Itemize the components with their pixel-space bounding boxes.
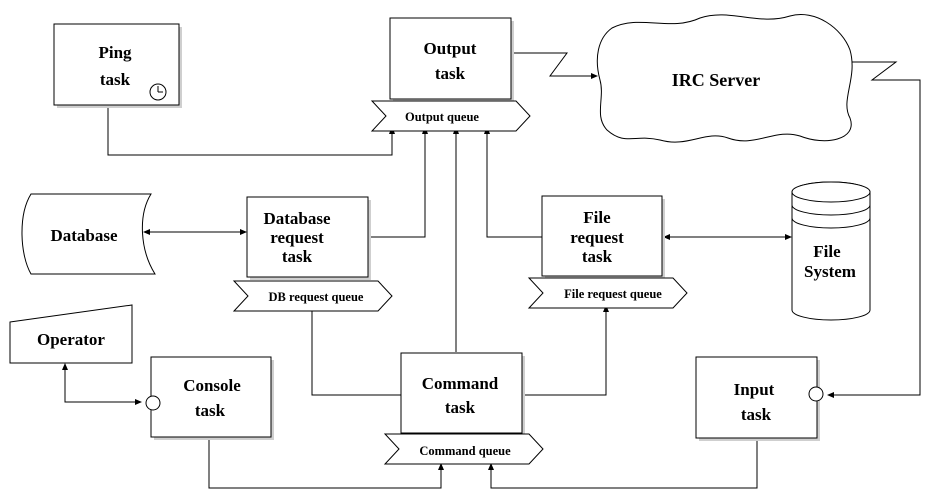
circle-port-icon [808, 386, 824, 402]
db-request-queue: DB request queue [232, 280, 393, 312]
irc-to-input-line [828, 79, 921, 396]
ping-to-output-line [107, 106, 393, 156]
circle-port-icon [145, 395, 161, 411]
output-queue-label: Output queue [405, 110, 479, 124]
ping-task-label-line2: task [100, 70, 131, 89]
dbtask-to-output-line [368, 134, 426, 238]
input-task-label-line2: task [741, 405, 772, 424]
console-to-commandqueue-line [208, 438, 442, 489]
console-task-label-line1: Console [183, 376, 241, 395]
command-task-label-line2: task [445, 398, 476, 417]
database: Database [21, 193, 156, 275]
file-request-task-label-line2: request [570, 228, 624, 247]
output-to-irc-line [513, 52, 597, 77]
db-request-queue-label: DB request queue [269, 290, 364, 304]
arrowhead [785, 234, 792, 240]
command-queue-label: Command queue [419, 444, 511, 458]
output-queue: Output queue [370, 100, 531, 132]
input-task-label-line1: Input [734, 380, 775, 399]
ping-task-label-line1: Ping [98, 43, 132, 62]
arrowhead [663, 234, 670, 240]
ping-task: Ping task [53, 23, 182, 108]
file-request-task: File request task [541, 195, 665, 279]
file-request-task-label-line3: task [582, 247, 613, 266]
database-shape [21, 193, 156, 275]
file-request-queue-label: File request queue [564, 287, 662, 301]
filetask-to-output-line [486, 134, 542, 238]
arrowhead [488, 463, 494, 470]
output-task-label-line1: Output [424, 39, 477, 58]
arrowhead [143, 229, 150, 235]
command-to-dbqueue-line [311, 311, 401, 396]
arrowhead [135, 399, 142, 405]
cloud-shape [596, 14, 853, 143]
operator-console-line [64, 369, 141, 403]
db-request-task-label-line2: request [270, 228, 324, 247]
file-system-label-line2: System [804, 262, 856, 281]
arrowhead [438, 463, 444, 470]
operator: Operator [9, 304, 133, 364]
console-task: Console task [145, 356, 274, 440]
irc-output-lightning [851, 61, 898, 81]
db-request-task-label-line1: Database [263, 209, 331, 228]
command-to-filequeue-line [523, 312, 607, 396]
clock-icon [149, 83, 167, 101]
database-label: Database [50, 226, 118, 245]
file-system-label-line1: File [813, 242, 841, 261]
command-task: Command task [400, 352, 525, 436]
arrowhead [62, 363, 68, 370]
output-task-label-line2: task [435, 64, 466, 83]
irc-server: IRC Server [596, 14, 853, 143]
output-task: Output task [389, 17, 514, 102]
arrowhead [591, 73, 598, 79]
input-to-commandqueue-line [490, 440, 758, 489]
console-task-label-line2: task [195, 401, 226, 420]
command-queue: Command queue [383, 433, 544, 465]
arrowhead [240, 229, 247, 235]
file-request-task-label-line1: File [583, 208, 611, 227]
file-system: File System [791, 181, 871, 321]
db-request-task: Database request task [246, 196, 371, 280]
command-task-label-line1: Command [422, 374, 499, 393]
arrowhead [827, 392, 834, 398]
irc-server-label: IRC Server [672, 70, 760, 90]
file-request-queue: File request queue [527, 277, 688, 309]
input-task: Input task [695, 356, 824, 441]
operator-label: Operator [37, 330, 105, 349]
db-request-task-label-line3: task [282, 247, 313, 266]
